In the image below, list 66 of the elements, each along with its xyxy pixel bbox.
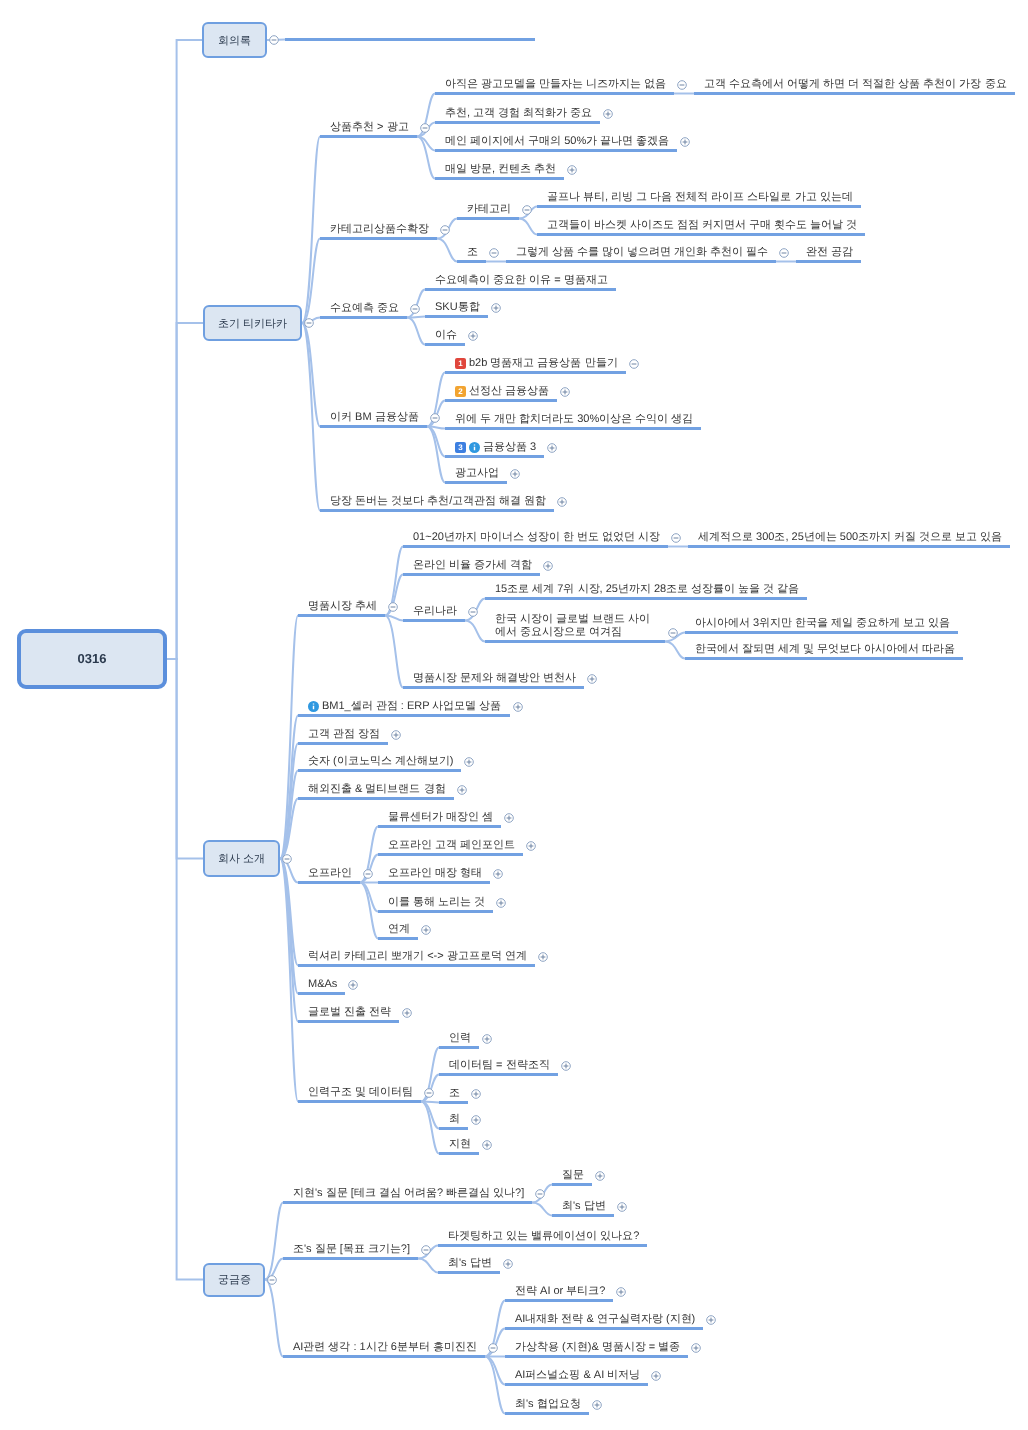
topic-label <box>445 384 558 402</box>
branch-line <box>359 881 379 884</box>
branch-line <box>359 881 379 940</box>
branch-line <box>464 597 486 622</box>
branch-line <box>384 614 404 622</box>
empty-underline <box>285 37 535 41</box>
branch-line <box>775 260 797 263</box>
branch-line <box>426 399 446 428</box>
branch-line <box>664 631 686 643</box>
branch-line <box>359 881 379 913</box>
branch-line <box>279 857 299 1023</box>
topic-label <box>298 699 510 717</box>
branch-line <box>420 1046 440 1103</box>
branch-line <box>384 573 404 617</box>
topic-label <box>445 356 626 374</box>
branch-line <box>426 425 446 458</box>
branch-line <box>279 857 299 1103</box>
branch-line <box>384 614 404 689</box>
branch-line <box>416 135 436 180</box>
branch-line <box>667 545 689 548</box>
branch-line <box>416 135 436 152</box>
branch-line <box>436 237 458 263</box>
branch-line <box>406 316 426 346</box>
branch-line <box>266 38 286 41</box>
branch-line <box>406 288 426 319</box>
branch-line <box>484 1355 506 1358</box>
branch-line <box>279 614 299 860</box>
branch-line <box>406 315 426 319</box>
branch-line <box>518 205 538 220</box>
branch-line <box>673 92 695 95</box>
branch-line <box>664 640 686 660</box>
branch-line <box>301 135 321 324</box>
branch-line <box>464 619 486 643</box>
branch-line <box>264 1278 284 1358</box>
branch-line <box>384 545 404 617</box>
branch-line <box>484 1299 506 1358</box>
branch-line <box>518 217 538 236</box>
branch-line <box>420 1100 440 1155</box>
branch-line <box>301 322 321 512</box>
branch-line <box>484 1355 506 1415</box>
branch-line <box>279 857 299 967</box>
branch-line <box>416 121 436 138</box>
topic-label <box>445 440 545 458</box>
branch-line <box>301 237 321 324</box>
branch-line <box>301 322 321 428</box>
branch-line <box>484 1327 506 1358</box>
branch-line <box>531 1201 553 1217</box>
branch-line <box>417 1257 439 1274</box>
branch-line <box>531 1183 553 1204</box>
branch-line <box>484 1355 506 1386</box>
branch-line <box>359 825 379 884</box>
branch-line <box>264 1201 284 1281</box>
branch-line <box>416 92 436 138</box>
branch-line <box>417 1244 439 1260</box>
branch-line <box>436 217 458 240</box>
branch-line <box>420 1100 440 1104</box>
branch-line <box>301 316 321 324</box>
branch-line <box>426 425 446 484</box>
branch-line <box>485 260 507 263</box>
branch-line <box>420 1100 440 1130</box>
branch-line <box>279 797 299 860</box>
branch-line <box>420 1073 440 1103</box>
branch-line <box>359 853 379 884</box>
branch-line <box>426 425 446 430</box>
branch-line <box>264 1257 284 1281</box>
branch-line <box>426 371 446 428</box>
